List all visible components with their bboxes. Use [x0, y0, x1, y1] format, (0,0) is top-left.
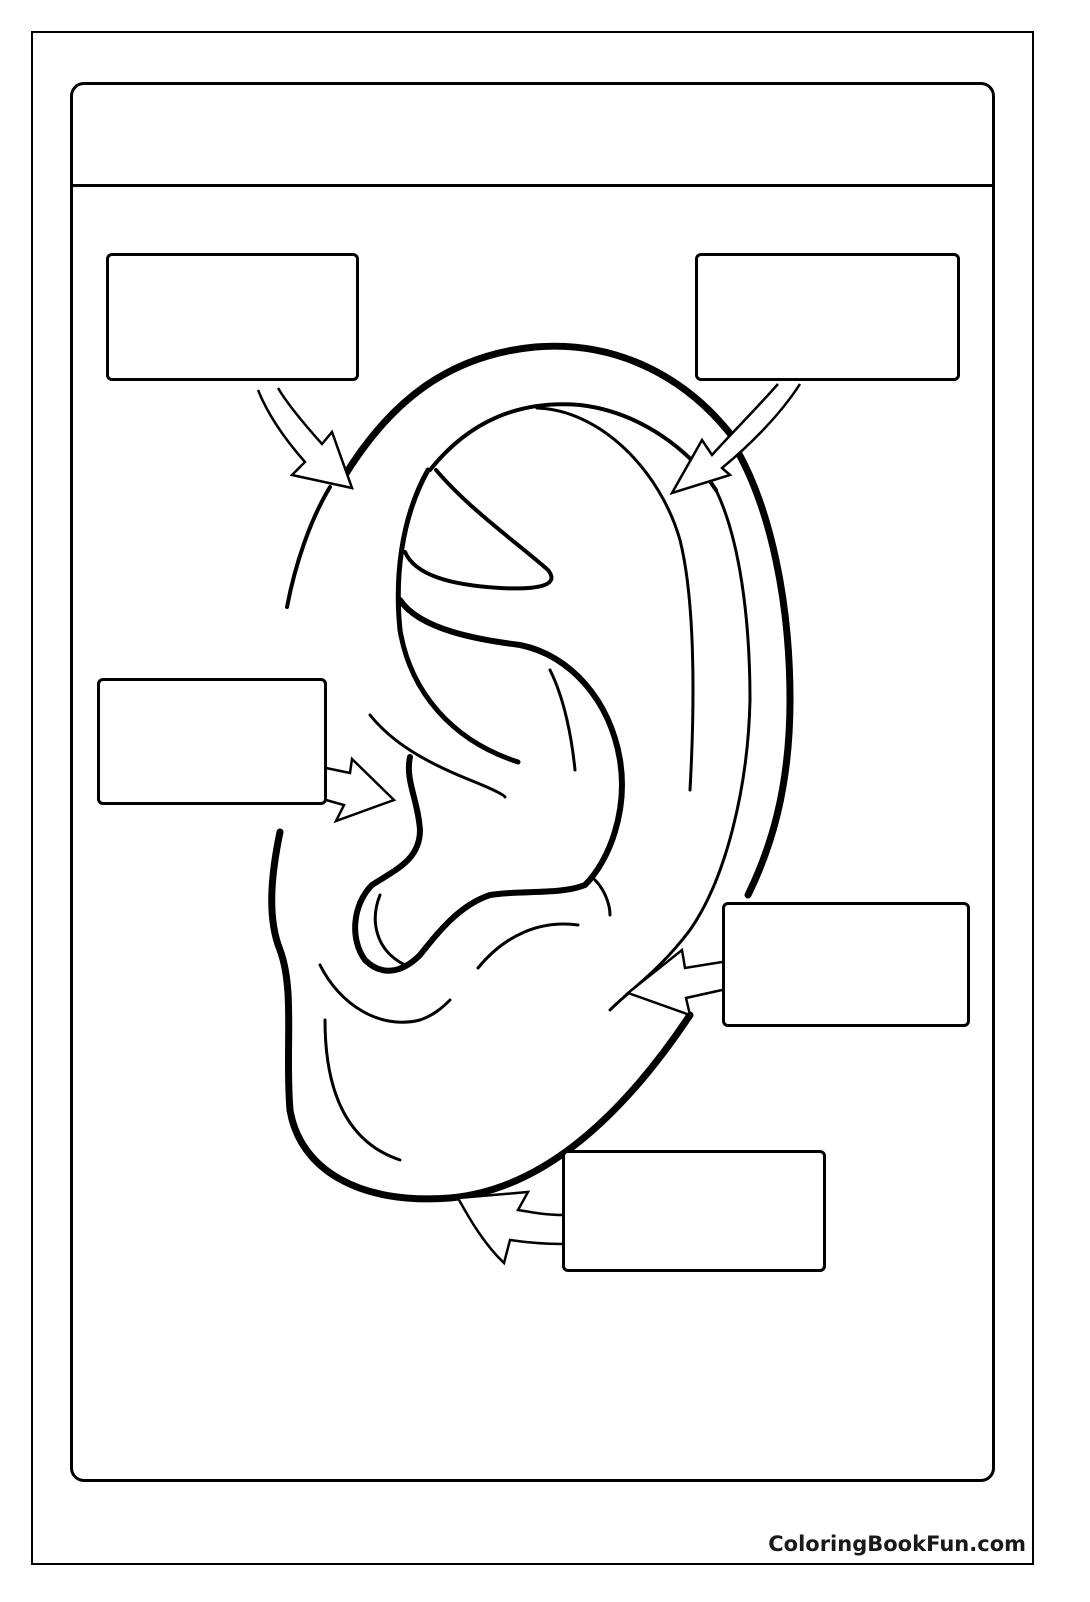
label-box-top-right[interactable] — [695, 253, 960, 381]
arrow-top-left — [256, 387, 354, 490]
site-watermark: ColoringBookFun.com — [768, 1532, 1026, 1556]
label-box-middle-right[interactable] — [722, 902, 970, 1027]
worksheet-panel — [70, 82, 995, 1482]
arrow-bottom — [455, 1190, 564, 1266]
helix-outer-line — [338, 342, 739, 484]
label-box-top-left[interactable] — [106, 253, 359, 381]
label-box-middle-left[interactable] — [97, 678, 327, 805]
arrow-top-right — [669, 383, 802, 496]
arrow-middle-left — [325, 756, 397, 824]
helix-inner-line — [428, 402, 718, 492]
title-bar — [73, 85, 992, 187]
arrow-middle-right — [625, 947, 723, 1017]
triangular-fossa — [403, 468, 554, 591]
page-border — [31, 31, 1034, 1565]
label-box-bottom[interactable] — [562, 1150, 826, 1272]
earlobe-outline — [268, 828, 694, 1203]
